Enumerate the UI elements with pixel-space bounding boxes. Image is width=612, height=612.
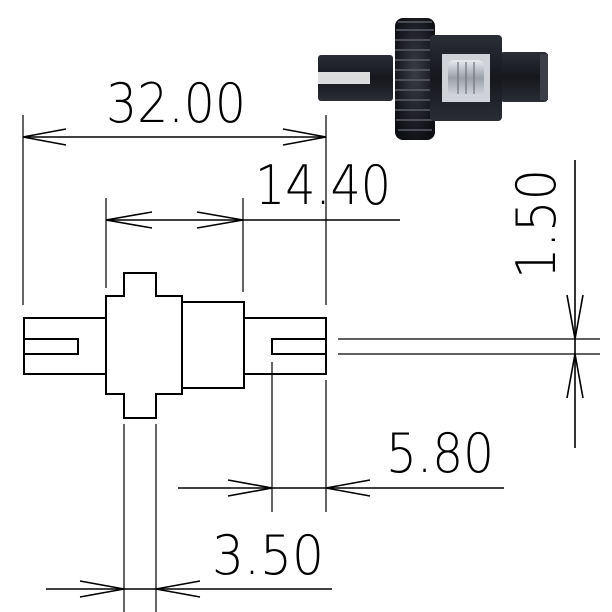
dimension-slot-width: 1.50 — [338, 160, 600, 448]
dimension-shaft-diameter: 3.50 — [46, 424, 332, 612]
product-photo — [318, 18, 548, 140]
shaft-diameter-label: 3.50 — [212, 524, 324, 587]
dimension-body-length: 14.40 — [105, 154, 400, 292]
dimension-overall-length: 32.00 — [22, 72, 327, 305]
overall-length-label: 32.00 — [106, 72, 246, 135]
part-outline — [23, 272, 327, 419]
slot-width-label: 1.50 — [505, 169, 568, 279]
dimension-slot-depth: 5.80 — [178, 362, 504, 512]
slot-depth-label: 5.80 — [386, 422, 494, 485]
body-length-label: 14.40 — [255, 154, 391, 217]
